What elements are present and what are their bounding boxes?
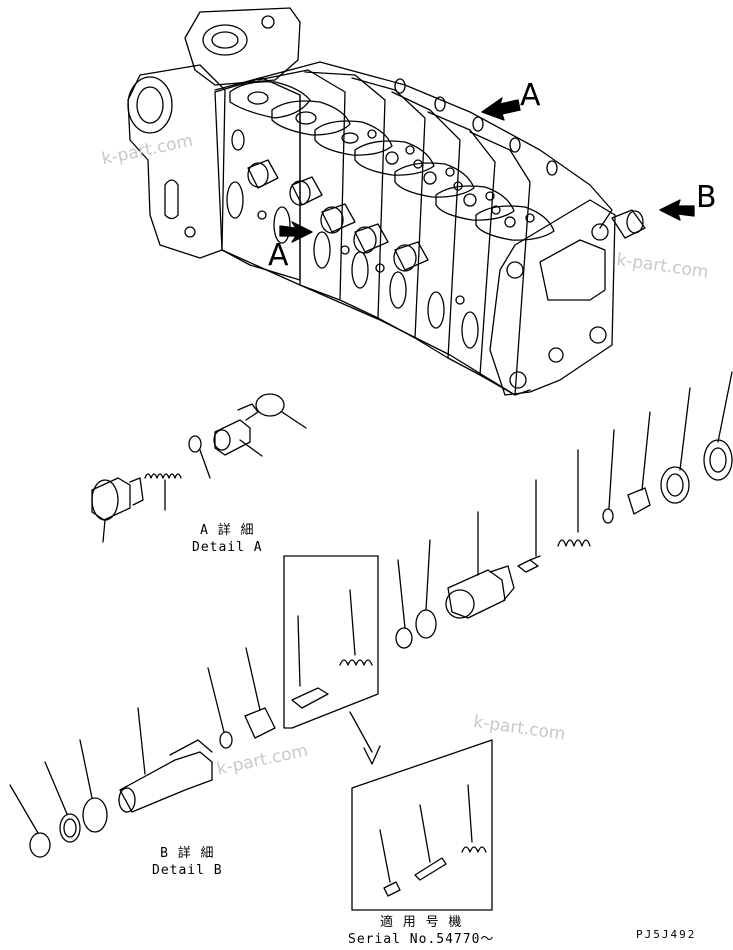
retainer xyxy=(628,488,650,514)
nut xyxy=(704,440,732,480)
inset-panel-lower xyxy=(352,740,492,910)
serial-caption: 適 用 号 機 Serial No.54770～ xyxy=(348,914,494,948)
arrow-a-top xyxy=(482,98,520,120)
serial-caption-jp: 適 用 号 機 xyxy=(379,915,463,930)
collar xyxy=(661,467,689,503)
valve-body-top xyxy=(215,62,612,228)
top-port-block xyxy=(185,8,300,85)
detail-b-caption-en: Detail B xyxy=(152,863,223,878)
inset-panel-upper xyxy=(284,556,378,728)
inset-arrow xyxy=(350,712,380,764)
detail-a-caption-en: Detail A xyxy=(192,540,263,555)
callout-a-top: A xyxy=(520,78,541,113)
arrow-b-right xyxy=(660,200,694,220)
figure-code: PJ5J492 xyxy=(636,928,697,941)
valve-sections xyxy=(215,70,554,395)
detail-a-caption: A 詳 細 Detail A xyxy=(192,522,263,556)
detail-b-caption-jp: B 詳 細 xyxy=(160,846,215,861)
detail-a-parts xyxy=(92,394,306,542)
detail-b-caption: B 詳 細 Detail B xyxy=(152,845,223,879)
inlet-end-cover xyxy=(128,65,225,258)
inlet-port xyxy=(128,77,172,133)
control-valve-assembly xyxy=(128,8,645,395)
callout-a-left: A xyxy=(268,238,289,273)
serial-caption-en: Serial No.54770～ xyxy=(348,932,495,947)
detail-b-parts xyxy=(10,372,732,857)
outlet-fitting xyxy=(612,210,645,238)
detail-a-caption-jp: A 詳 細 xyxy=(200,523,255,538)
top-port-hole xyxy=(203,25,247,55)
arrow-a-left xyxy=(280,222,312,242)
outlet-end-cover xyxy=(490,200,615,395)
spool-plugs xyxy=(248,160,428,271)
callout-b-right: B xyxy=(696,180,717,215)
